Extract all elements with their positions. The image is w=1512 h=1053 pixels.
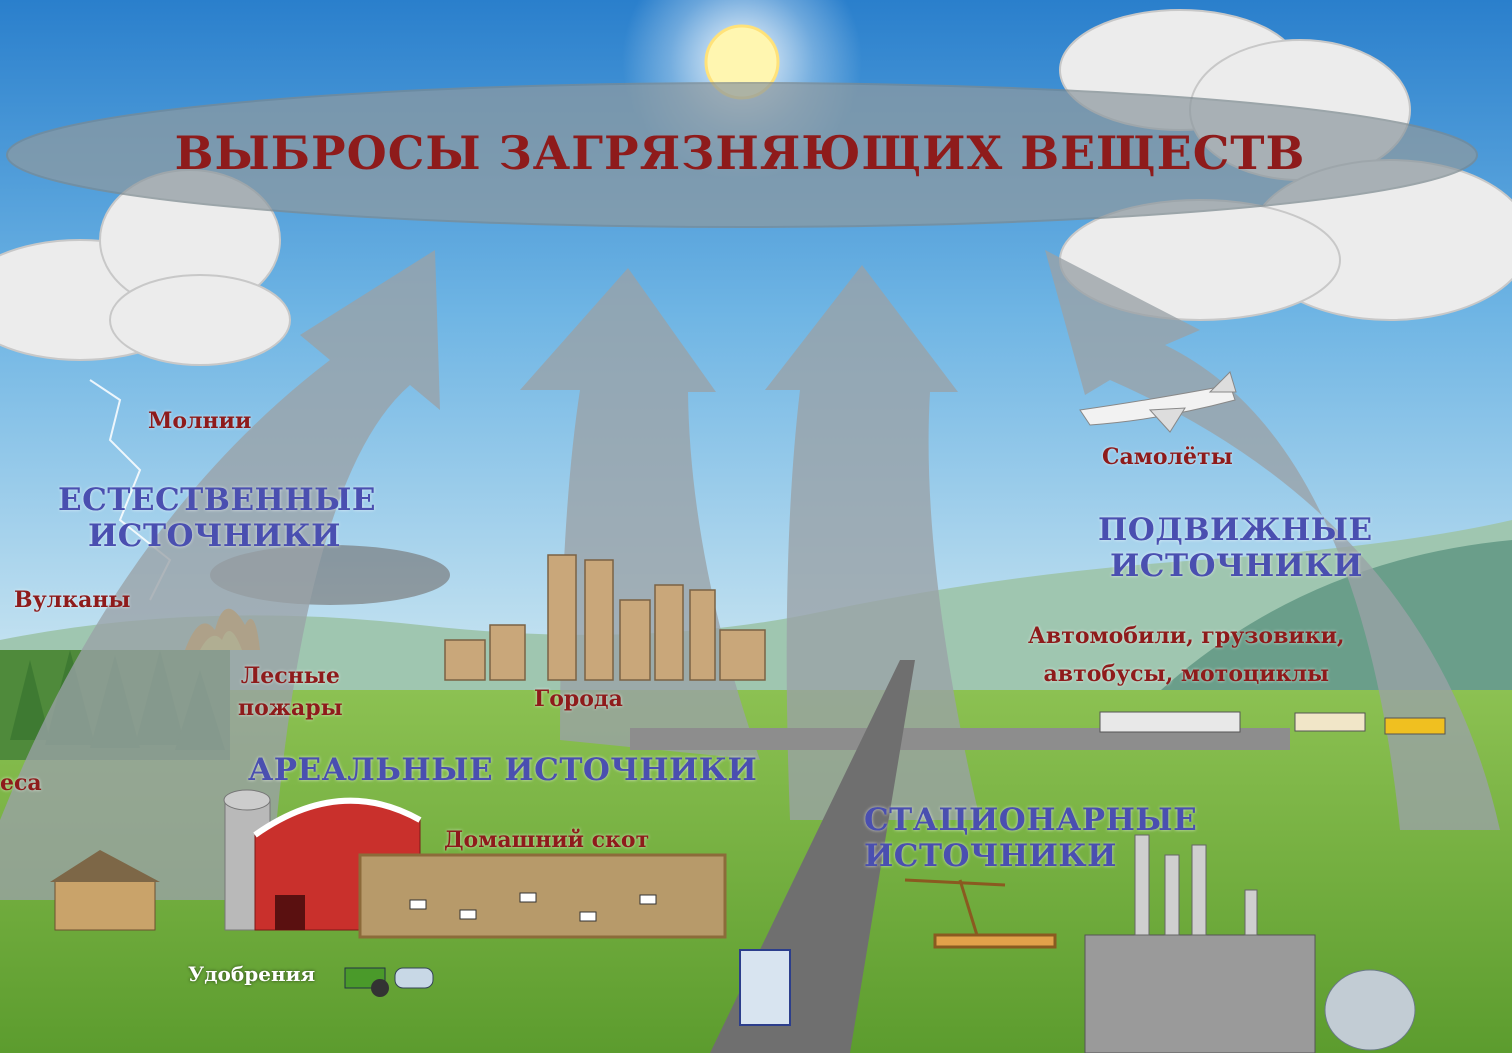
factory-icon	[1084, 834, 1416, 1053]
source-livestock: Домашний скот	[444, 827, 650, 853]
category-mobile-line-2: ИСТОЧНИКИ	[1110, 548, 1363, 584]
emissions-band	[6, 82, 1478, 228]
bridge	[630, 728, 1290, 750]
airplane-icon	[1079, 371, 1237, 433]
school-bus-icon	[1384, 717, 1446, 735]
source-cities: Города	[534, 686, 623, 712]
oil-pump-icon	[904, 878, 1057, 949]
arrow-mobile	[1045, 250, 1500, 830]
category-natural: ЕСТЕСТВЕННЫЕ ИСТОЧНИКИ	[58, 482, 376, 554]
source-vehicles: Автомобили, грузовики, автобусы, мотоцик…	[1028, 617, 1345, 693]
bus-icon	[1294, 712, 1366, 732]
city-icon	[444, 554, 766, 681]
source-airplanes: Самолёты	[1102, 444, 1233, 470]
source-vehicles-line-2: автобусы, мотоциклы	[1043, 661, 1330, 687]
arrows-group	[0, 250, 1500, 900]
livestock-pen	[358, 853, 727, 939]
source-fertilizers: Удобрения	[188, 962, 316, 986]
source-volcanoes: Вулканы	[14, 587, 131, 613]
category-mobile: ПОДВИЖНЫЕ ИСТОЧНИКИ	[1098, 512, 1373, 584]
source-forest-fires-line-2: пожары	[238, 695, 343, 721]
source-forest-fires-line-1: Лесные	[240, 663, 340, 689]
category-areal: АРЕАЛЬНЫЕ ИСТОЧНИКИ	[248, 752, 758, 788]
cows-icon	[409, 892, 657, 922]
category-mobile-line-1: ПОДВИЖНЫЕ	[1098, 512, 1373, 548]
truck-icon	[1099, 711, 1241, 733]
category-natural-line-1: ЕСТЕСТВЕННЫЕ	[58, 482, 377, 518]
tractor-icon	[344, 967, 434, 997]
road-truck-icon	[739, 949, 791, 1026]
source-vehicles-line-1: Автомобили, грузовики,	[1028, 623, 1345, 649]
category-stationary-line-1: СТАЦИОНАРНЫЕ	[864, 802, 1198, 838]
category-natural-line-2: ИСТОЧНИКИ	[88, 518, 341, 554]
arrow-natural	[0, 250, 440, 900]
house-icon	[50, 850, 160, 931]
arrow-stationary	[765, 265, 980, 820]
category-stationary-line-2: ИСТОЧНИКИ	[864, 838, 1117, 874]
source-forests: еса	[0, 770, 42, 796]
source-lightning: Молнии	[148, 408, 252, 434]
source-forest-fires: Лесные пожары	[238, 660, 343, 724]
diagram-title: ВЫБРОСЫ ЗАГРЯЗНЯЮЩИХ ВЕЩЕСТВ	[174, 126, 1306, 180]
category-stationary: СТАЦИОНАРНЫЕ ИСТОЧНИКИ	[864, 802, 1197, 874]
